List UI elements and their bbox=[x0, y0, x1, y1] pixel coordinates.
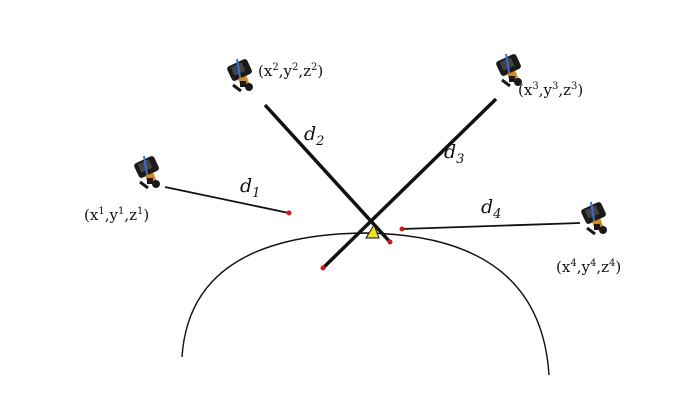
distance-line-3 bbox=[321, 97, 498, 270]
endpoint-d1 bbox=[286, 210, 292, 216]
distance-label-d4: d4 bbox=[481, 196, 501, 222]
distance-label-d1: d1 bbox=[240, 175, 260, 201]
distance-label-d3: d3 bbox=[444, 141, 464, 167]
satellite-icon bbox=[224, 56, 255, 93]
coord-label-sat-1: (x1,y1,z1) bbox=[84, 206, 149, 224]
distance-line-2 bbox=[263, 103, 392, 244]
receiver-marker bbox=[365, 223, 380, 239]
coord-label-sat-4: (x4,y4,z4) bbox=[556, 258, 621, 276]
coord-label-sat-2: (x2,y2,z2) bbox=[258, 62, 323, 80]
endpoint-d4 bbox=[399, 226, 405, 232]
satellite-icon bbox=[578, 199, 609, 236]
distance-line-1 bbox=[164, 186, 290, 214]
distance-line-4 bbox=[401, 222, 581, 230]
endpoint-d3 bbox=[320, 265, 326, 271]
coord-label-sat-3: (x3,y3,z3) bbox=[518, 81, 583, 99]
distance-label-d2: d2 bbox=[304, 123, 324, 149]
endpoint-d2 bbox=[387, 239, 393, 245]
earth-surface-arc bbox=[181, 232, 550, 376]
satellite-icon bbox=[131, 153, 162, 190]
